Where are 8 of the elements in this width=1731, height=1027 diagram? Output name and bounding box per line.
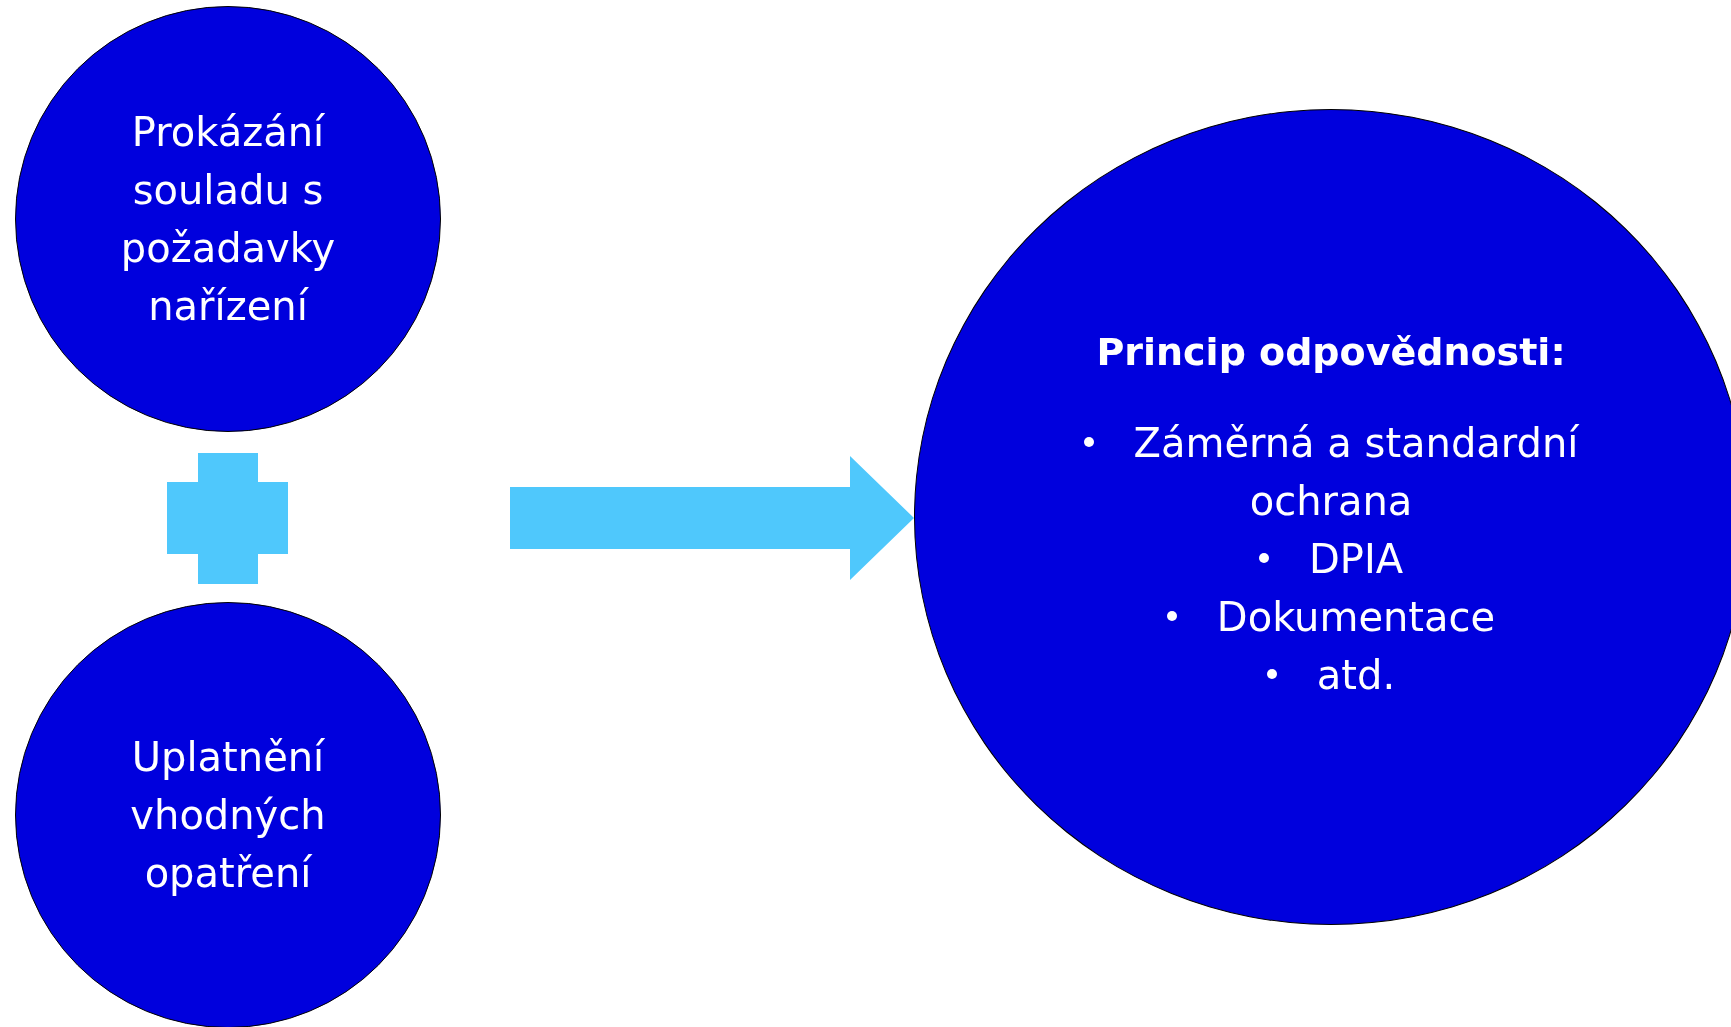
list-item: atd. bbox=[1316, 652, 1396, 698]
list-item: Záměrná a standardní ochrana bbox=[1133, 420, 1579, 524]
list-item: Dokumentace bbox=[1216, 594, 1496, 640]
list-item: DPIA bbox=[1308, 536, 1404, 582]
node-label: Prokázání souladu s požadavky nařízení bbox=[119, 108, 337, 331]
block-arrow bbox=[510, 456, 914, 580]
heading: Princip odpovědnosti: bbox=[1096, 330, 1566, 374]
node-label: Uplatnění vhodných opatření bbox=[129, 733, 327, 898]
